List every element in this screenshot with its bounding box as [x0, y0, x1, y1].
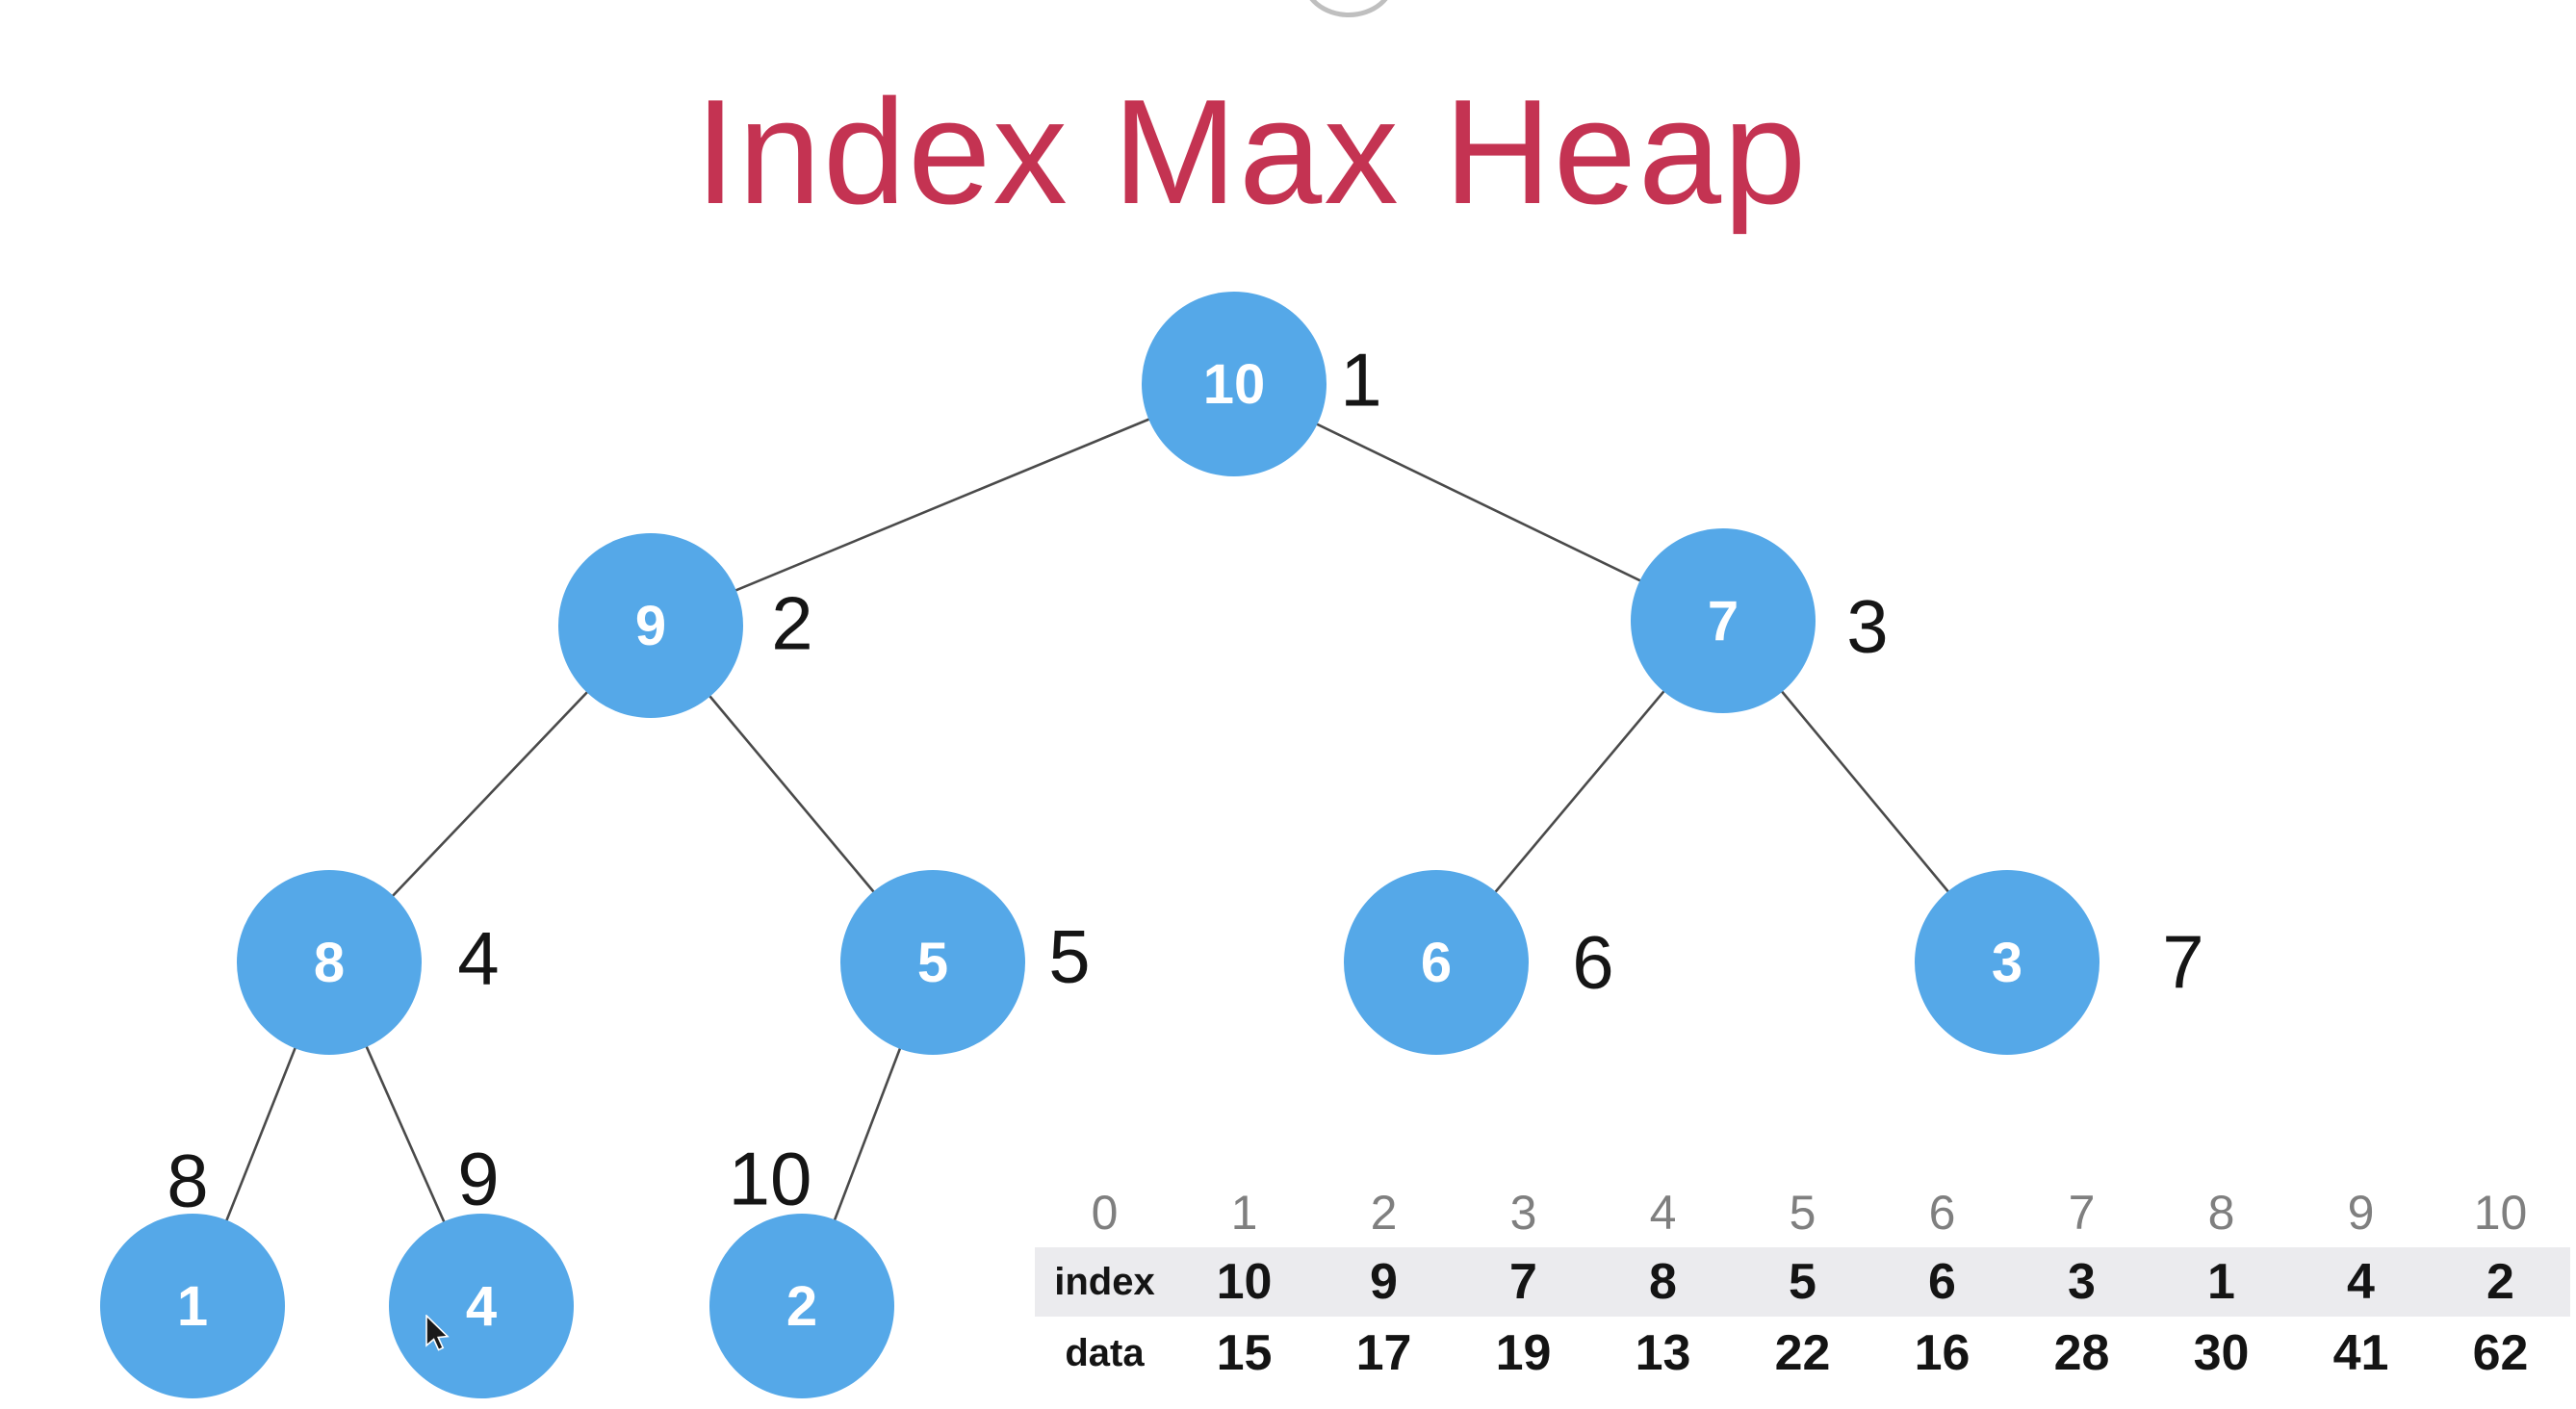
- table-cell-index-8: 1: [2207, 1254, 2235, 1310]
- table-col-header-10: 10: [2473, 1186, 2528, 1240]
- table-cell-index-1: 10: [1216, 1254, 1273, 1310]
- heap-node-pos-10: 2: [709, 1214, 894, 1398]
- table-col-header-8: 8: [2207, 1186, 2235, 1240]
- table-col-header-1: 1: [1230, 1186, 1258, 1240]
- table-col-header-2: 2: [1370, 1186, 1398, 1240]
- heap-position-label-1: 1: [1340, 337, 1382, 423]
- page-title: Index Max Heap: [694, 68, 1809, 235]
- table-cell-index-3: 7: [1509, 1254, 1537, 1310]
- table-cell-index-6: 6: [1928, 1254, 1956, 1310]
- table-row-label-data: data: [1065, 1331, 1145, 1374]
- heap-position-label-4: 4: [457, 915, 500, 1001]
- heap-position-label-10: 10: [728, 1136, 812, 1221]
- table-col-header-5: 5: [1789, 1186, 1816, 1240]
- table-cell-index-5: 5: [1789, 1254, 1816, 1310]
- heap-position-label-3: 3: [1846, 583, 1889, 669]
- table-cell-index-7: 3: [2068, 1254, 2096, 1310]
- heap-position-label-6: 6: [1572, 919, 1614, 1005]
- heap-position-label-8: 8: [167, 1138, 209, 1223]
- table-header-row: 0 1 2 3 4 5 6 7 8 9 10: [1035, 1178, 2570, 1247]
- table-cell-index-10: 2: [2486, 1254, 2514, 1310]
- table-cell-data-8: 30: [2193, 1325, 2250, 1381]
- heap-position-label-9: 9: [457, 1136, 500, 1221]
- table-cell-data-6: 16: [1914, 1325, 1971, 1381]
- heap-array-table: 0 1 2 3 4 5 6 7 8 9 10 index 10 9 7 8 5 6 3 1 4 2 data 15 17 19…: [1035, 1178, 2570, 1390]
- heap-node-pos-2: 9: [558, 533, 743, 718]
- heap-node-pos-3: 7: [1631, 528, 1816, 713]
- heap-position-label-2: 2: [771, 580, 813, 666]
- table-cell-index-9: 4: [2347, 1254, 2375, 1310]
- table-col-header-4: 4: [1649, 1186, 1677, 1240]
- heap-node-pos-9: 4: [389, 1214, 574, 1398]
- mouse-cursor: [425, 1315, 450, 1351]
- heap-node-pos-6: 6: [1344, 870, 1529, 1055]
- table-col-header-7: 7: [2068, 1186, 2096, 1240]
- heap-position-label-5: 5: [1048, 913, 1091, 999]
- heap-node-pos-5: 5: [840, 870, 1025, 1055]
- table-cell-index-4: 8: [1649, 1254, 1677, 1310]
- heap-node-pos-7: 3: [1915, 870, 2099, 1055]
- table-data-row: data 15 17 19 13 22 16 28 30 41 62: [1035, 1317, 2570, 1390]
- table-cell-data-7: 28: [2053, 1325, 2110, 1381]
- table-row-label-index: index: [1054, 1260, 1155, 1303]
- table-cell-index-2: 9: [1370, 1254, 1398, 1310]
- table-cell-data-3: 19: [1495, 1325, 1552, 1381]
- heap-position-label-7: 7: [2162, 919, 2204, 1005]
- heap-node-pos-4: 8: [237, 870, 422, 1055]
- table-cell-data-9: 41: [2332, 1325, 2389, 1381]
- table-col-header-6: 6: [1928, 1186, 1956, 1240]
- table-cell-data-1: 15: [1216, 1325, 1273, 1381]
- table-col-header-9: 9: [2347, 1186, 2375, 1240]
- table-cell-data-4: 13: [1635, 1325, 1691, 1381]
- table-cell-data-5: 22: [1774, 1325, 1831, 1381]
- tree-edge-1-2: [650, 382, 1235, 628]
- heap-node-pos-8: 1: [100, 1214, 285, 1398]
- table-col-header-0: 0: [1091, 1186, 1119, 1240]
- table-col-header-3: 3: [1509, 1186, 1537, 1240]
- table-index-row: index 10 9 7 8 5 6 3 1 4 2: [1035, 1247, 2570, 1317]
- table-cell-data-10: 62: [2472, 1325, 2529, 1381]
- table-cell-data-2: 17: [1355, 1325, 1412, 1381]
- heap-node-pos-1: 10: [1142, 292, 1327, 476]
